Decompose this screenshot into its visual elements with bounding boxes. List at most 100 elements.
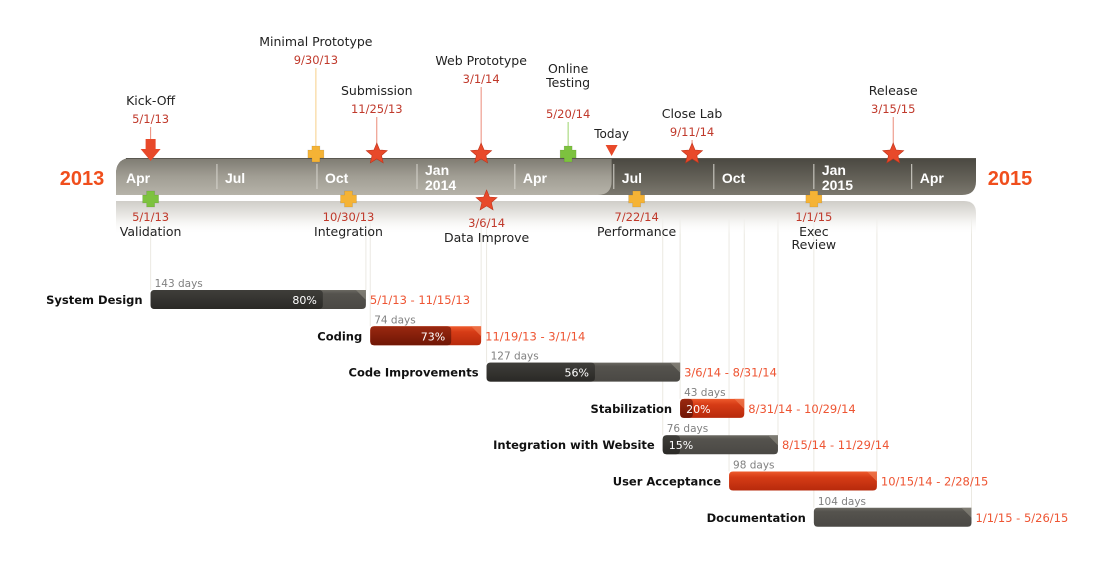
task-row: 56% Code Improvements 127 days 3/6/14 - 8/3…: [349, 351, 777, 382]
milestone-title: Close Lab: [662, 106, 723, 121]
cross-marker-icon: [628, 190, 645, 208]
start-year-label: 2013: [60, 168, 105, 190]
task-date-range: 10/15/14 - 2/28/15: [881, 475, 988, 489]
guide-lines: [150, 205, 973, 508]
milestone-title: Performance: [597, 224, 677, 239]
task-bar-bevel: [767, 435, 778, 446]
task-name: User Acceptance: [613, 475, 721, 489]
task-percent-label: 56%: [565, 367, 589, 380]
cross-marker-icon: [340, 190, 357, 208]
milestone-title: Web Prototype: [435, 53, 527, 68]
tick-label: Jan: [822, 162, 846, 178]
milestone-date: 1/1/15: [795, 210, 832, 224]
task-bar-bevel: [355, 290, 366, 300]
tick-label: Jan: [425, 162, 449, 178]
task-progress: [370, 326, 452, 346]
tick-label: Jul: [225, 170, 245, 186]
band-reflection: [116, 201, 976, 235]
task-date-range: 8/31/14 - 10/29/14: [748, 402, 855, 416]
today-label: Today: [593, 127, 629, 141]
milestone-title: Integration: [314, 224, 383, 239]
task-duration: 143 days: [155, 278, 203, 290]
task-name: Coding: [317, 329, 362, 343]
milestone-date: 3/15/15: [871, 102, 915, 116]
task-name: Integration with Website: [493, 438, 655, 452]
milestone-date: 5/1/13: [132, 210, 169, 224]
milestone-title: Online: [548, 61, 589, 76]
milestone-title: Exec: [799, 224, 829, 239]
task-date-range: 8/15/14 - 11/29/14: [782, 438, 889, 452]
task-name: Documentation: [707, 511, 806, 525]
task-row: Documentation 104 days 1/1/15 - 5/26/15: [707, 496, 1069, 527]
milestone-title: Release: [869, 83, 918, 98]
end-year-label: 2015: [988, 168, 1033, 190]
task-percent-label: 73%: [421, 330, 445, 343]
task-name: Stabilization: [591, 402, 673, 416]
milestone-date: 7/22/14: [614, 210, 658, 224]
task-name: Code Improvements: [349, 366, 479, 380]
milestone-date: 9/30/13: [294, 53, 338, 67]
milestone-title: Submission: [341, 83, 413, 98]
milestone-date: 9/11/14: [670, 125, 714, 139]
milestone-date: 3/1/14: [463, 72, 500, 86]
cross-marker-icon: [559, 145, 577, 163]
task-date-range: 3/6/14 - 8/31/14: [684, 366, 777, 380]
task-bar: [680, 398, 745, 418]
tick-label: Apr: [920, 170, 945, 186]
milestone-title: Review: [792, 237, 837, 252]
task-percent-label: 20%: [686, 403, 710, 416]
today-marker-icon: [605, 145, 618, 156]
milestone-date: 5/1/13: [132, 112, 169, 126]
star-icon: [680, 142, 704, 164]
task-date-range: 11/19/13 - 3/1/14: [485, 329, 585, 343]
star-icon: [475, 189, 498, 211]
task-bar-bevel: [734, 398, 745, 409]
task-bar-bevel: [961, 507, 972, 518]
task-date-range: 5/1/13 - 11/15/13: [370, 293, 470, 307]
milestone-title: Kick-Off: [126, 93, 175, 108]
task-progress: [150, 290, 323, 309]
task-row: 73% Coding 74 days 11/19/13 - 3/1/14: [317, 314, 585, 346]
milestone-date: 5/20/14: [546, 107, 590, 121]
tick-label: Oct: [722, 170, 746, 186]
cross-marker-icon: [307, 145, 325, 163]
task-bar: [729, 471, 877, 491]
tick-label: 2015: [822, 177, 853, 193]
tick-label: Apr: [126, 170, 151, 186]
task-bar: [662, 435, 778, 455]
tick-label: Apr: [523, 170, 548, 186]
milestone-date: 11/25/13: [351, 102, 403, 116]
star-icon: [882, 142, 905, 164]
task-bar-bevel: [866, 471, 877, 482]
task-duration: 74 days: [374, 314, 415, 326]
task-progress: [680, 398, 693, 418]
milestone-title: Minimal Prototype: [259, 34, 373, 49]
star-icon: [365, 142, 388, 164]
tick-label: 2014: [425, 177, 456, 193]
star-icon: [469, 142, 493, 164]
tick-label: Oct: [325, 170, 349, 186]
milestones: Kick-Off 5/1/13 Minimal Prototype 9/30/13Su…: [120, 34, 918, 252]
task-duration: 104 days: [818, 496, 866, 508]
milestone-title: Testing: [545, 75, 590, 90]
task-duration: 76 days: [667, 423, 708, 435]
milestone-date: 3/6/14: [468, 216, 505, 230]
task-bar-bevel: [670, 362, 681, 373]
task-duration: 127 days: [491, 351, 539, 363]
task-date-range: 1/1/15 - 5/26/15: [976, 511, 1069, 525]
task-progress: [662, 435, 681, 455]
arrow-down-icon: [140, 139, 161, 161]
task-progress: [486, 362, 595, 382]
task-bar-bevel: [471, 326, 482, 337]
band-past: [116, 158, 612, 195]
task-bar: [813, 507, 972, 527]
tick-label: Jul: [622, 170, 642, 186]
milestone-date: 10/30/13: [323, 210, 375, 224]
cross-marker-icon: [142, 190, 159, 208]
